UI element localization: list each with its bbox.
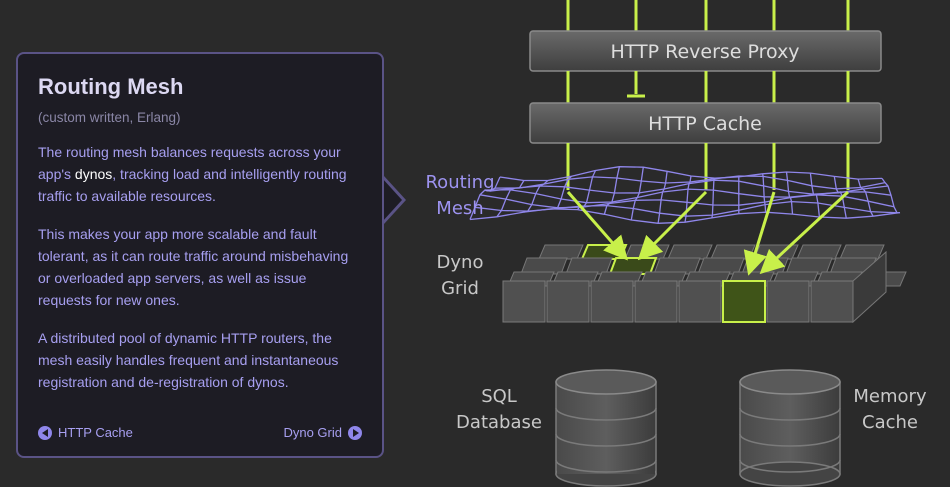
chevron-right-icon: [348, 425, 362, 440]
next-link-dyno-grid[interactable]: Dyno Grid: [283, 425, 362, 440]
mesh-column-line: [657, 171, 668, 224]
mesh-column-line: [711, 177, 716, 219]
incoming-traffic-lines: [566, 0, 850, 32]
dynos-highlight: dynos: [74, 166, 113, 182]
mesh-column-line: [785, 171, 794, 215]
dyno-block: [710, 244, 756, 260]
chevron-left-icon: [38, 425, 52, 440]
description-paragraph-2: This makes your app more scalable and fa…: [38, 226, 349, 308]
sql-label-line1: SQL: [481, 386, 517, 407]
proxy-label: HTTP Reverse Proxy: [610, 41, 799, 63]
panel-title: Routing Mesh: [38, 74, 184, 99]
proxy-to-cache-lines: [566, 71, 850, 103]
dyno-block: [810, 280, 854, 323]
info-panel: Routing Mesh (custom written, Erlang) Th…: [16, 52, 384, 458]
memory-label-line2: Cache: [862, 412, 918, 433]
para1-text-start: The routing mesh balances requests acros…: [38, 144, 341, 182]
mesh-column-line: [684, 175, 692, 223]
routing-arrows: [566, 190, 850, 276]
panel-pointer-fill: [382, 178, 402, 222]
dyno-block: [667, 244, 713, 260]
description-paragraph-3: A distributed pool of dynamic HTTP route…: [38, 330, 339, 390]
prev-link-http-cache[interactable]: HTTP Cache: [38, 425, 133, 440]
description-paragraph-1: The routing mesh balances requests acros…: [38, 141, 362, 207]
sql-database-icon: [555, 369, 657, 487]
dyno-block: [839, 244, 885, 260]
dyno-grid: [502, 244, 907, 324]
sql-label-line2: Database: [456, 412, 542, 433]
routing-mesh-grid: [469, 166, 901, 224]
mesh-column-line: [833, 176, 847, 219]
cache-to-mesh-lines: [566, 143, 850, 190]
cache-label: HTTP Cache: [648, 113, 762, 135]
routing-mesh-label-line2: Mesh: [436, 198, 483, 219]
routing-mesh-label-line1: Routing: [425, 172, 494, 193]
prev-link-label: HTTP Cache: [58, 425, 133, 440]
mesh-column-line: [630, 167, 644, 221]
dyno-grid-side-face: [852, 250, 887, 324]
mesh-column-line: [761, 173, 767, 213]
next-link-label: Dyno Grid: [283, 425, 342, 440]
dyno-grid-label-line1: Dyno: [437, 252, 484, 273]
mesh-column-line: [809, 173, 821, 218]
dyno-block: [678, 280, 722, 323]
dyno-grid-label-line2: Grid: [441, 278, 479, 299]
dyno-block: [502, 280, 546, 323]
mesh-column-line: [857, 178, 874, 217]
memory-label-line1: Memory: [853, 386, 927, 407]
dyno-block: [538, 244, 584, 260]
mesh-column-line: [469, 176, 501, 220]
dyno-block: [796, 244, 842, 260]
mesh-column-line: [881, 178, 901, 214]
dyno-block: [546, 280, 590, 323]
http-cache-box: HTTP Cache: [529, 102, 882, 144]
dyno-block-active: [722, 280, 766, 323]
mesh-column-line: [496, 180, 525, 218]
dyno-block: [766, 280, 810, 323]
http-reverse-proxy-box: HTTP Reverse Proxy: [529, 30, 882, 72]
mesh-column-line: [523, 180, 549, 213]
dyno-block: [590, 280, 634, 323]
memory-cache-icon: [739, 369, 841, 487]
mesh-column-line: [603, 166, 621, 215]
para1-text-end: , tracking load and intelligently routin…: [38, 166, 347, 204]
dyno-block: [634, 280, 678, 323]
mesh-column-line: [550, 175, 573, 210]
panel-subtitle: (custom written, Erlang): [38, 110, 181, 125]
